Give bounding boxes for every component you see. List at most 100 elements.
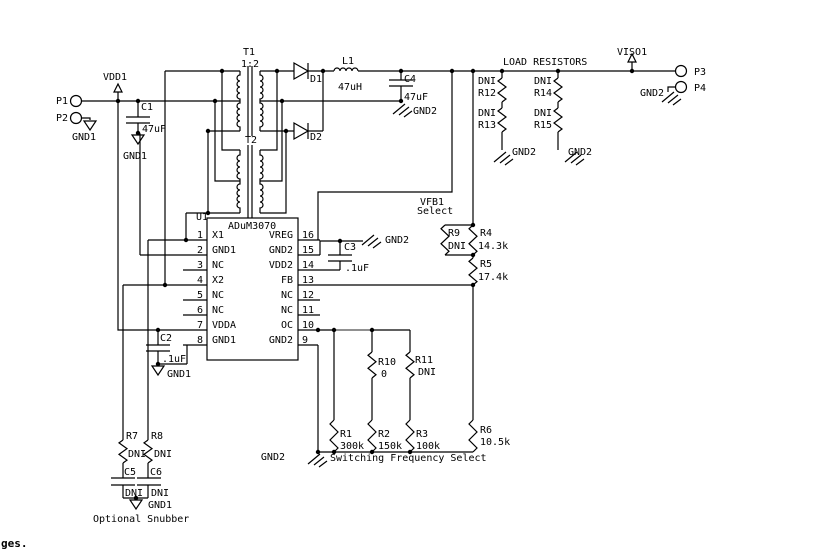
- r9-value: DNI: [448, 241, 466, 252]
- r11-value: DNI: [418, 367, 436, 378]
- r9-ref: R9: [448, 228, 460, 239]
- optional-snubber-title: Optional Snubber: [93, 514, 189, 525]
- pin-num-3: 3: [197, 260, 203, 271]
- gnd2-symbol-load1: [493, 151, 514, 166]
- r2-ref: R2: [378, 429, 390, 440]
- gnd2-symbol-c4: [392, 103, 413, 118]
- vfb1-select-line2: Select: [417, 206, 453, 217]
- pin-name-gnd1b: GND1: [212, 335, 236, 346]
- r10-ref: R10: [378, 357, 396, 368]
- r4-ref: R4: [480, 228, 492, 239]
- gnd1-symbol-p2: [83, 120, 97, 131]
- gnd2-label-load2: GND2: [568, 147, 592, 158]
- resistor-r14: [553, 77, 563, 103]
- t1-ref-label: T1: [243, 47, 255, 58]
- r8-ref: R8: [151, 431, 163, 442]
- resistor-r6: [468, 419, 478, 453]
- pin-name-fb: FB: [281, 275, 293, 286]
- resistor-r3: [405, 419, 415, 453]
- pin-name-gnd2b: GND2: [269, 335, 293, 346]
- pin-num-4: 4: [197, 275, 203, 286]
- resistor-r10: [367, 351, 377, 379]
- r13-value: DNI: [478, 108, 496, 119]
- pin-num-16: 16: [302, 230, 314, 241]
- r4-value: 14.3k: [478, 241, 508, 252]
- p1-label: P1: [56, 96, 68, 107]
- port-p2: [69, 111, 83, 125]
- gnd2-label-c3: GND2: [385, 235, 409, 246]
- t1-ratio-label: 1:2: [241, 59, 259, 70]
- gnd2-label-load1: GND2: [512, 147, 536, 158]
- switching-frequency-title: Switching Frequency Select: [330, 453, 487, 464]
- r12-value: DNI: [478, 76, 496, 87]
- resistor-r4: [468, 224, 478, 256]
- pin-name-oc: OC: [281, 320, 293, 331]
- l1-ref: L1: [342, 56, 354, 67]
- vdd1-label: VDD1: [103, 72, 127, 83]
- u1-ref-label: U1: [196, 212, 208, 223]
- pin-name-x2: X2: [212, 275, 224, 286]
- pin-num-14: 14: [302, 260, 314, 271]
- resistor-symbols: [117, 77, 563, 464]
- pin-name-vreg: VREG: [269, 230, 293, 241]
- gnd1-symbol-c1: [131, 134, 145, 145]
- resistor-r13: [497, 107, 507, 133]
- r3-ref: R3: [416, 429, 428, 440]
- port-p1: [69, 94, 83, 108]
- pin-num-2: 2: [197, 245, 203, 256]
- pin-num-13: 13: [302, 275, 314, 286]
- p2-label: P2: [56, 113, 68, 124]
- pin-num-5: 5: [197, 290, 203, 301]
- r1-value: 300k: [340, 441, 364, 452]
- gnd2-label-c4: GND2: [413, 106, 437, 117]
- r2-value: 150k: [378, 441, 402, 452]
- c1-ref: C1: [141, 102, 153, 113]
- r15-value: DNI: [534, 108, 552, 119]
- pin-name-x1: X1: [212, 230, 224, 241]
- pin-name-nc6: NC: [212, 305, 224, 316]
- r14-ref: R14: [534, 88, 552, 99]
- pin-name-vdd2: VDD2: [269, 260, 293, 271]
- pin-num-10: 10: [302, 320, 314, 331]
- t2-ref-label: T2: [245, 135, 257, 146]
- pin-name-gnd1a: GND1: [212, 245, 236, 256]
- resistor-r15: [553, 107, 563, 133]
- corner-cutoff-text: ges.: [1, 537, 28, 550]
- r14-value: DNI: [534, 76, 552, 87]
- r7-ref: R7: [126, 431, 138, 442]
- viso1-label: VISO1: [617, 47, 647, 58]
- gnd2-symbol-rail: [307, 453, 328, 468]
- resistor-r2: [367, 419, 377, 453]
- pin-name-vdda: VDDA: [212, 320, 236, 331]
- r5-value: 17.4k: [478, 272, 508, 283]
- gnd2-symbol-p4: [661, 91, 682, 106]
- vdd1-arrow-icon: [113, 83, 123, 100]
- gnd1-label-snubber: GND1: [148, 500, 172, 511]
- gnd2-label-p4: GND2: [640, 88, 664, 99]
- c2-value: .1uF: [162, 354, 186, 365]
- c4-value: 47uF: [404, 92, 428, 103]
- pin-name-nc12: NC: [281, 290, 293, 301]
- gnd1-symbol-c2: [151, 365, 165, 376]
- r13-ref: R13: [478, 120, 496, 131]
- p4-label: P4: [694, 83, 706, 94]
- pin-name-nc5: NC: [212, 290, 224, 301]
- pin-name-gnd2a: GND2: [269, 245, 293, 256]
- resistor-r5: [468, 257, 478, 286]
- d2-ref: D2: [310, 132, 322, 143]
- pin-num-9: 9: [302, 335, 308, 346]
- port-p3: [674, 64, 688, 78]
- ic-body-u1: [206, 217, 299, 361]
- resistor-r12: [497, 77, 507, 103]
- d1-ref: D1: [310, 74, 322, 85]
- l1-value: 47uH: [338, 82, 362, 93]
- resistor-r1: [329, 419, 339, 453]
- c4-ref: C4: [404, 74, 416, 85]
- gnd2-label-rail: GND2: [261, 452, 285, 463]
- resistor-r8: [142, 439, 154, 464]
- resistor-r7: [117, 439, 129, 464]
- gnd1-symbol-snubber: [129, 499, 143, 510]
- c5-value: DNI: [125, 488, 143, 499]
